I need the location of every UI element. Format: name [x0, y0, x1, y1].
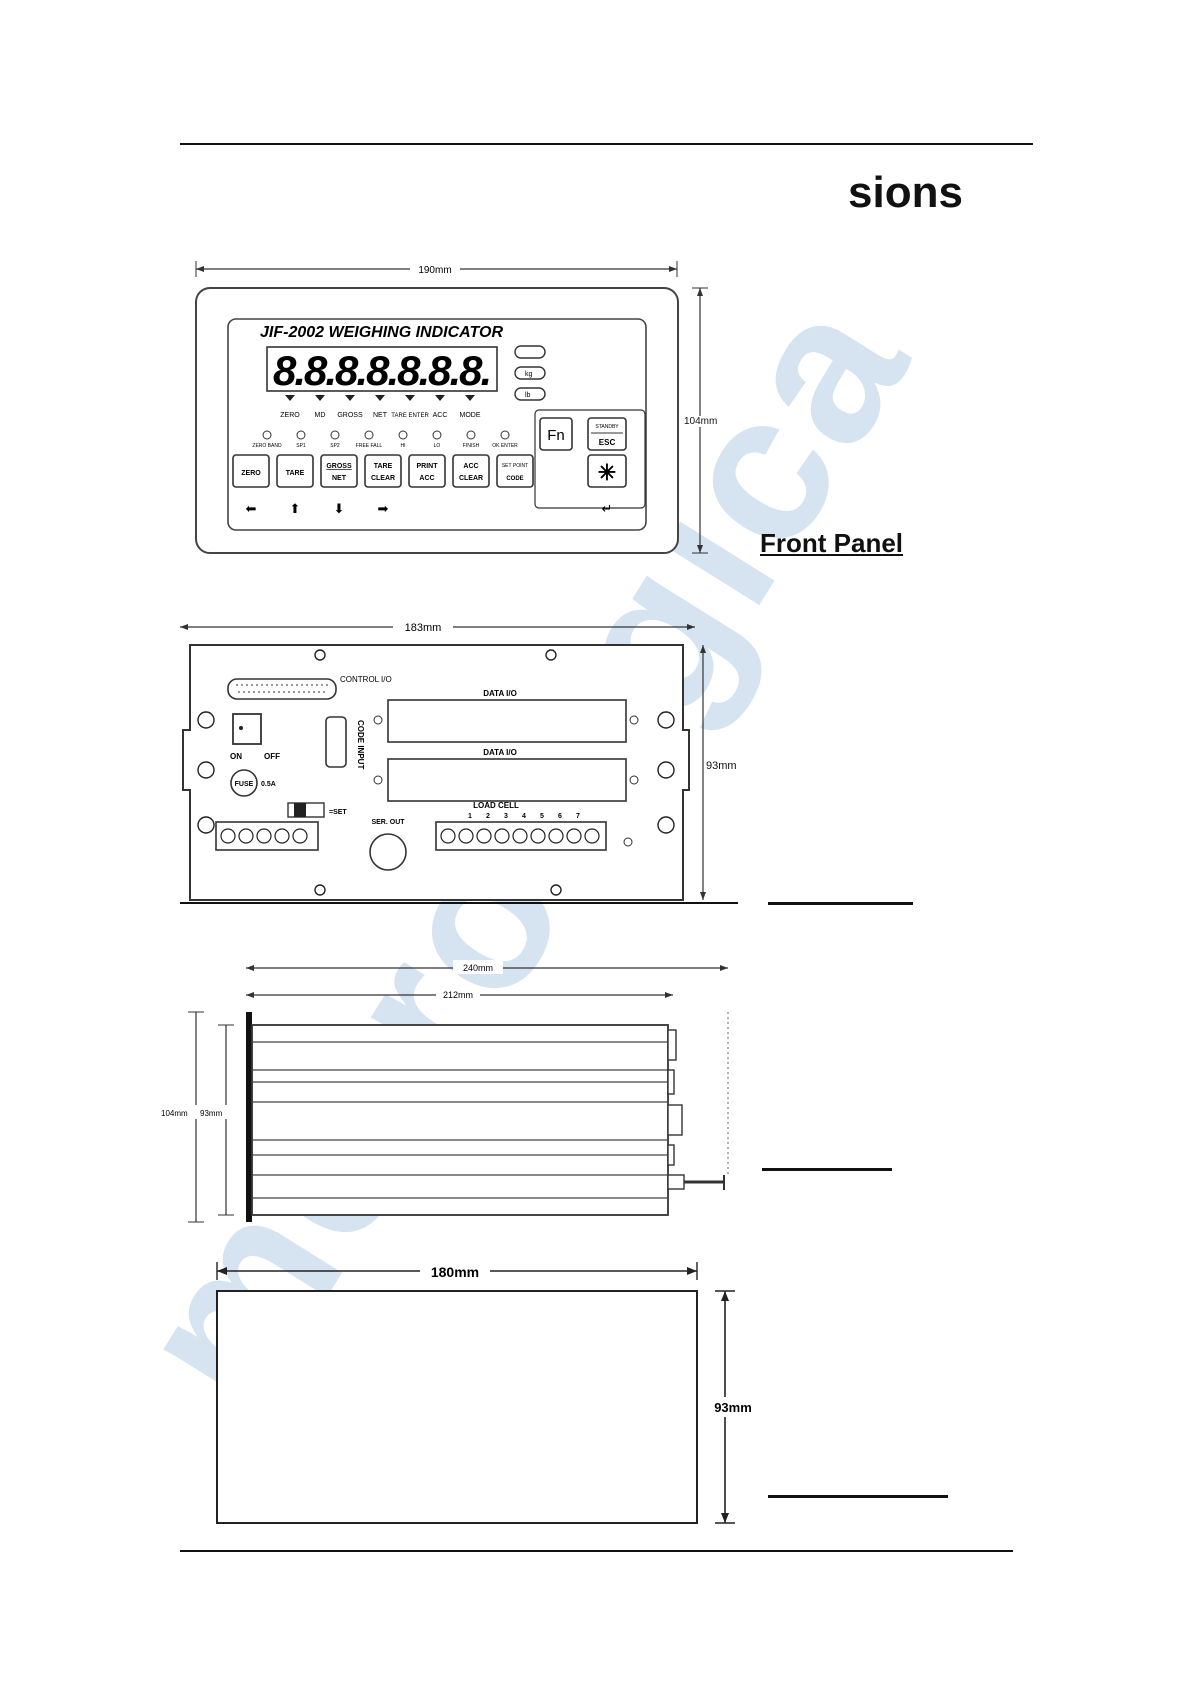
unit-lb: lb	[525, 392, 531, 399]
rear-rule	[180, 902, 738, 904]
indicator-triangles	[285, 395, 475, 401]
fuse-label: FUSE	[235, 781, 254, 788]
enter-icon: ↵	[602, 501, 613, 516]
esc-sub-label: STANDBY	[595, 424, 619, 430]
off-label: OFF	[264, 752, 280, 761]
indicator-mode: MODE	[460, 412, 481, 419]
on-label: ON	[230, 752, 242, 761]
led-row	[262, 430, 510, 440]
unit-kg: kg	[525, 371, 533, 378]
terminal-1: 1	[468, 813, 472, 820]
body-length-label: 212mm	[443, 990, 473, 1000]
led-sp1: SP1	[296, 443, 306, 449]
terminal-7: 7	[576, 813, 580, 820]
up-arrow-icon: ⬆	[290, 501, 301, 516]
key-print: PRINT	[417, 463, 439, 470]
rear-width-label: 183mm	[405, 622, 442, 634]
indicator-gross: GROSS	[337, 412, 363, 419]
key-gross: GROSS	[326, 463, 352, 470]
terminal-4: 4	[522, 813, 526, 820]
code-input-label: CODE INPUT	[356, 720, 365, 769]
rear-panel-drawing: 183mm CONTROL I/O DATA I/O DATA I/O ON O…	[180, 618, 706, 901]
control-io-label: CONTROL I/O	[340, 675, 392, 684]
side-caption-line	[762, 1168, 892, 1171]
key-net: NET	[332, 475, 347, 482]
led-ok-enter: OK ENTER	[492, 443, 518, 449]
cutout-width-label: 180mm	[431, 1264, 479, 1280]
led-lo: LO	[434, 443, 441, 449]
key-zero: ZERO	[241, 470, 261, 477]
led-sp2: SP2	[330, 443, 340, 449]
front-panel-caption: Front Panel	[760, 528, 904, 558]
front-width-label: 190mm	[418, 265, 451, 276]
model-title: JIF-2002 WEIGHING INDICATOR	[260, 324, 503, 341]
height-outer-label: 104mm	[161, 1109, 188, 1118]
set-label: =SET	[329, 809, 347, 816]
terminal-2: 2	[486, 813, 490, 820]
front-panel-drawing: 190mm JIF-2002 WEIGHING INDICATOR 8.8.8.…	[195, 261, 708, 554]
total-length-label: 240mm	[463, 963, 493, 973]
data-io-label-1: DATA I/O	[483, 689, 517, 698]
esc-key: ESC	[599, 438, 616, 447]
display-digits: 8.8.8.8.8.8.8.	[273, 347, 490, 394]
left-arrow-icon: ⬅	[246, 501, 257, 516]
rear-height-label: 93mm	[706, 760, 737, 772]
terminal-6: 6	[558, 813, 562, 820]
indicator-zero: ZERO	[280, 412, 300, 419]
top-rule	[180, 143, 1033, 145]
key-tare: TARE	[286, 470, 305, 477]
indicator-net: NET	[373, 412, 388, 419]
terminal-5: 5	[540, 813, 544, 820]
key-code: CODE	[506, 476, 523, 482]
key-acc: ACC	[419, 475, 434, 482]
terminal-3: 3	[504, 813, 508, 820]
star-key-icon: ✳	[598, 460, 616, 485]
front-height-label: 104mm	[684, 416, 718, 427]
page-title: sions	[848, 168, 963, 217]
key-tare-2: TARE	[374, 463, 393, 470]
bottom-rule	[180, 1550, 1013, 1552]
rear-caption-line	[768, 902, 913, 905]
key-clear: CLEAR	[371, 475, 395, 482]
key-acc-2: ACC	[463, 463, 478, 470]
right-arrow-icon: ➡	[378, 501, 389, 516]
cutout-caption-line	[768, 1495, 948, 1498]
load-cell-label: LOAD CELL	[473, 801, 519, 810]
cutout-drawing: 180mm 93mm	[216, 1260, 761, 1524]
indicator-md: MD	[315, 412, 326, 419]
height-inner-label: 93mm	[200, 1109, 223, 1118]
cutout-height-label: 93mm	[714, 1400, 752, 1415]
indicator-tare-enter: TARE ENTER	[391, 413, 429, 419]
led-free-fall: FREE FALL	[356, 443, 383, 449]
ser-out-label: SER. OUT	[371, 819, 405, 826]
led-zero-band: ZERO BAND	[252, 443, 282, 449]
data-io-label-2: DATA I/O	[483, 748, 517, 757]
fuse-rating: 0.5A	[261, 781, 276, 788]
side-view-drawing: 240mm 212mm 104mm 93mm	[160, 960, 729, 1223]
led-finish: FINISH	[463, 443, 480, 449]
down-arrow-icon: ⬇	[334, 501, 345, 516]
key-clear-2: CLEAR	[459, 475, 483, 482]
key-set-point: SET POINT	[502, 463, 528, 469]
led-hi: HI	[401, 443, 406, 449]
fn-key: Fn	[547, 427, 565, 444]
indicator-acc: ACC	[433, 412, 448, 419]
